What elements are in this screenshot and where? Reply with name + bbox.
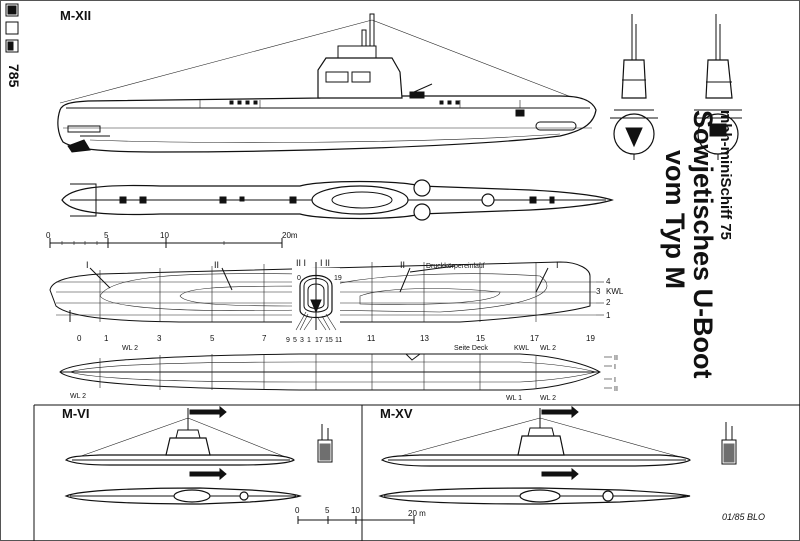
scale-tick-0: 0 — [46, 231, 51, 240]
section-number-top-0: 0 — [297, 275, 301, 282]
station-number-7: 7 — [262, 334, 267, 343]
rear-view — [694, 14, 742, 160]
title-line-1: Sowjetisches U-Boot — [688, 110, 718, 379]
section-number-bottom-17: 17 — [315, 337, 323, 344]
station-number-13: 13 — [420, 334, 429, 343]
front-view — [610, 14, 658, 160]
plan-label-wl2-bottom-left: WL 2 — [70, 393, 86, 400]
station-number-19: 19 — [586, 334, 595, 343]
station-mark-I-left: I — [86, 260, 89, 270]
pressure-hull-label: Druckkörpereinlauf — [426, 263, 485, 270]
m-vi-top-view — [64, 467, 302, 505]
title-line-2: vom Typ M — [660, 150, 690, 290]
body-plan — [292, 262, 340, 331]
scale-tick-20m: 20m — [282, 231, 298, 240]
small-scale-tick-10: 10 — [351, 506, 360, 515]
station-number-11: 11 — [367, 334, 376, 343]
small-scale-tick-5: 5 — [325, 506, 330, 515]
main-side-view — [57, 13, 597, 153]
series-text: mbh-miniSchiff 75 — [717, 110, 734, 241]
section-number-bottom-11: 11 — [335, 337, 342, 344]
catalog-number: 785 — [6, 64, 22, 88]
scale-tick-5: 5 — [104, 231, 109, 240]
scale-tick-10: 10 — [160, 231, 169, 240]
plan-label-wl1: WL 1 — [506, 395, 522, 402]
station-mark-I-right: I — [556, 260, 559, 270]
section-number-bottom-5: 5 — [293, 337, 297, 344]
station-number-17: 17 — [530, 334, 539, 343]
m-xv-side-view — [380, 405, 691, 467]
waterline-label-4: 4 — [606, 277, 611, 286]
m-vi-side-view — [64, 405, 295, 466]
buttock-label-I-top: I — [614, 364, 616, 371]
small-scale-tick-20m: 20 m — [408, 509, 426, 518]
corner-marks — [5, 3, 19, 53]
section-number-bottom-1: 1 — [307, 337, 311, 344]
buttock-label-II-bottom: II — [614, 386, 618, 393]
buttock-label-I-bottom: I — [614, 377, 616, 384]
plan-label-wl2-top-left: WL 2 — [122, 345, 138, 352]
plan-label-kwl: KWL — [514, 345, 529, 352]
m-vi-section — [317, 424, 333, 463]
m-vi-label: M-VI — [62, 406, 89, 421]
station-number-5: 5 — [210, 334, 215, 343]
panel-dividers — [33, 404, 800, 541]
plan-label-wl2-bottom-right: WL 2 — [540, 395, 556, 402]
station-mark-II-right: II — [400, 260, 405, 270]
station-number-3: 3 — [157, 334, 162, 343]
station-number-0: 0 — [77, 334, 82, 343]
m-xv-top-view — [378, 467, 691, 505]
plan-label-wl2-top-right: WL 2 — [540, 345, 556, 352]
station-number-1: 1 — [104, 334, 109, 343]
station-mark-body-right: I II — [320, 258, 330, 268]
buttock-label-II-top: II — [614, 355, 618, 362]
plan-label-seite-deck: Seite Deck — [454, 345, 488, 352]
waterline-label-1: 1 — [606, 311, 611, 320]
station-mark-II-left: II — [214, 260, 219, 270]
waterline-label-3: 3 — [596, 287, 601, 296]
section-number-bottom-3: 3 — [300, 337, 304, 344]
small-scale-bar — [297, 516, 415, 524]
m-xv-label: M-XV — [380, 406, 413, 421]
main-drawing-label: M-XII — [60, 8, 91, 23]
waterline-label-kwl: KWL — [606, 287, 624, 296]
main-top-view — [61, 179, 614, 221]
station-number-15: 15 — [476, 334, 485, 343]
main-scale-bar — [49, 238, 283, 248]
small-scale-tick-0: 0 — [295, 506, 300, 515]
section-number-bottom-9: 9 — [286, 337, 290, 344]
waterline-label-2: 2 — [606, 298, 611, 307]
section-number-bottom-15: 15 — [325, 337, 333, 344]
half-breadth-plan — [59, 353, 612, 391]
section-number-top-19: 19 — [334, 275, 342, 282]
m-xv-section — [721, 422, 737, 465]
signature: 01/85 BLO — [722, 512, 765, 522]
station-mark-body-left: II I — [296, 258, 306, 268]
title-rotated: mbh-miniSchiff 75 Sowjetisches U-Boot vo… — [660, 110, 734, 379]
